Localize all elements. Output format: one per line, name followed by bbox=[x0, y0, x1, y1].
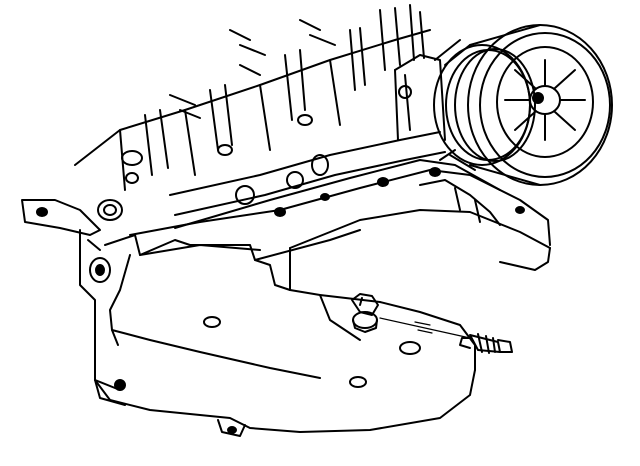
engine-block bbox=[74, 4, 525, 221]
pan-bolt bbox=[379, 317, 513, 354]
ac-compressor-pulley bbox=[433, 24, 613, 186]
oil-pan bbox=[94, 159, 551, 437]
oil-drain-plug bbox=[351, 293, 379, 333]
mounting-bracket bbox=[21, 199, 126, 406]
